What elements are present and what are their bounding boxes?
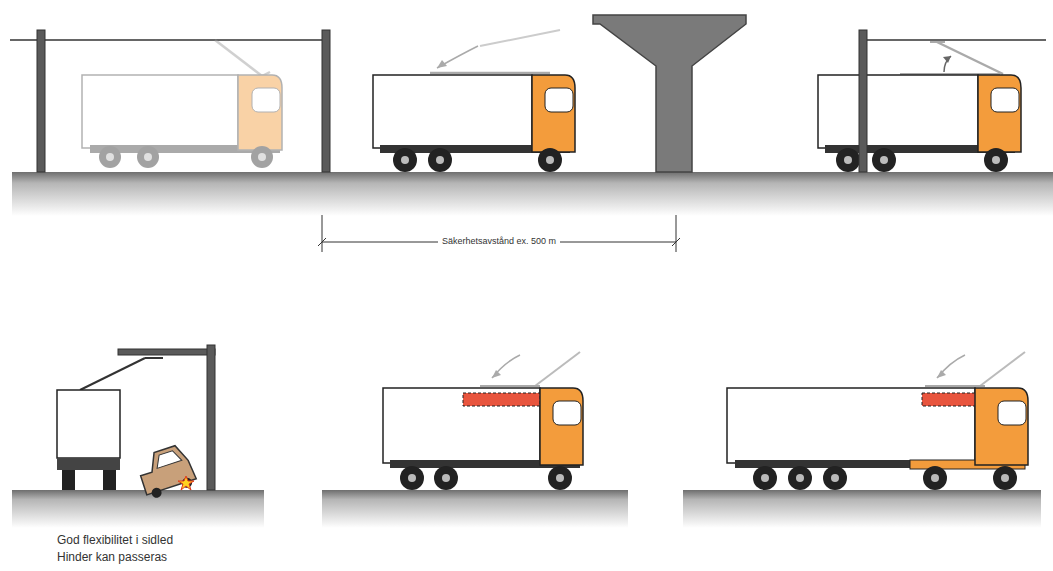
ground: [12, 490, 264, 528]
impact-star: [178, 476, 194, 490]
ground: [322, 490, 628, 528]
dimension-line: [318, 215, 680, 252]
truck: [383, 352, 583, 490]
truck-rear-view: [57, 358, 163, 490]
pole: [322, 30, 330, 172]
catenary-wire: [10, 39, 330, 41]
ground: [12, 172, 1053, 216]
bridge: [593, 15, 746, 172]
pole: [37, 30, 45, 172]
pole: [859, 30, 867, 172]
dimension-label: Säkerhetsavstånd ex. 500 m: [438, 236, 560, 247]
truck-with-trailer: [727, 352, 1028, 490]
ground: [683, 490, 1041, 528]
car: [135, 443, 198, 501]
truck: [82, 40, 282, 168]
note: Hinder kan passeras: [57, 550, 167, 565]
note: God flexibilitet i sidled: [57, 533, 173, 548]
truck: [373, 30, 575, 172]
truck: [818, 42, 1021, 172]
catenary-wire: [860, 39, 1046, 41]
